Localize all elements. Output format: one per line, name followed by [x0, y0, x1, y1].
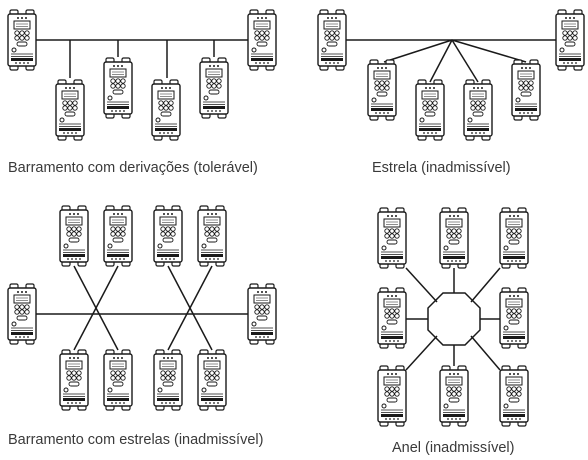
drive-inverter-icon: [499, 365, 529, 427]
drive-inverter-icon: [439, 207, 469, 269]
drive-inverter-icon: [555, 9, 585, 71]
drive-inverter-icon: [199, 57, 229, 119]
drive-inverter-icon: [197, 349, 227, 411]
drive-inverter-icon: [59, 349, 89, 411]
connection-line: [383, 39, 453, 63]
drive-inverter-icon: [153, 205, 183, 267]
star-topology: [317, 9, 585, 141]
bus-with-stars-topology: [7, 205, 277, 411]
drive-inverter-icon: [367, 59, 397, 121]
connection-line: [405, 267, 438, 303]
drive-inverter-icon: [499, 287, 529, 349]
drive-inverter-icon: [59, 205, 89, 267]
drive-inverter-icon: [499, 207, 529, 269]
drive-inverter-icon: [7, 9, 37, 71]
drive-inverter-icon: [151, 79, 181, 141]
drive-inverter-icon: [55, 79, 85, 141]
drive-inverter-icon: [103, 57, 133, 119]
connection-line: [470, 335, 501, 371]
drive-inverter-icon: [197, 205, 227, 267]
connection-line: [405, 335, 438, 371]
ring-caption: Anel (inadmissível): [392, 440, 515, 456]
connection-line: [427, 292, 481, 346]
drive-inverter-icon: [377, 287, 407, 349]
bus-with-stars-caption: Barramento com estrelas (inadmissível): [8, 432, 264, 448]
drive-inverter-icon: [463, 79, 493, 141]
drive-inverter-icon: [247, 9, 277, 71]
drive-inverter-icon: [247, 283, 277, 345]
drive-inverter-icon: [415, 79, 445, 141]
drive-inverter-icon: [377, 207, 407, 269]
connection-line: [73, 265, 119, 351]
bus-with-stubs-topology: [7, 9, 277, 141]
drive-inverter-icon: [377, 365, 407, 427]
connection-line: [451, 39, 479, 83]
connection-line: [451, 39, 527, 63]
drive-inverter-icon: [103, 349, 133, 411]
bus-with-stubs-caption: Barramento com derivações (tolerável): [8, 160, 258, 176]
drive-inverter-icon: [7, 283, 37, 345]
drive-inverter-icon: [153, 349, 183, 411]
connection-line: [470, 267, 501, 303]
ring-topology: [377, 207, 529, 427]
connection-line: [429, 39, 453, 83]
drive-inverter-icon: [511, 59, 541, 121]
drive-inverter-icon: [439, 365, 469, 427]
star-caption: Estrela (inadmissível): [372, 160, 511, 176]
connection-line: [167, 265, 213, 351]
drive-inverter-icon: [317, 9, 347, 71]
drive-inverter-icon: [103, 205, 133, 267]
